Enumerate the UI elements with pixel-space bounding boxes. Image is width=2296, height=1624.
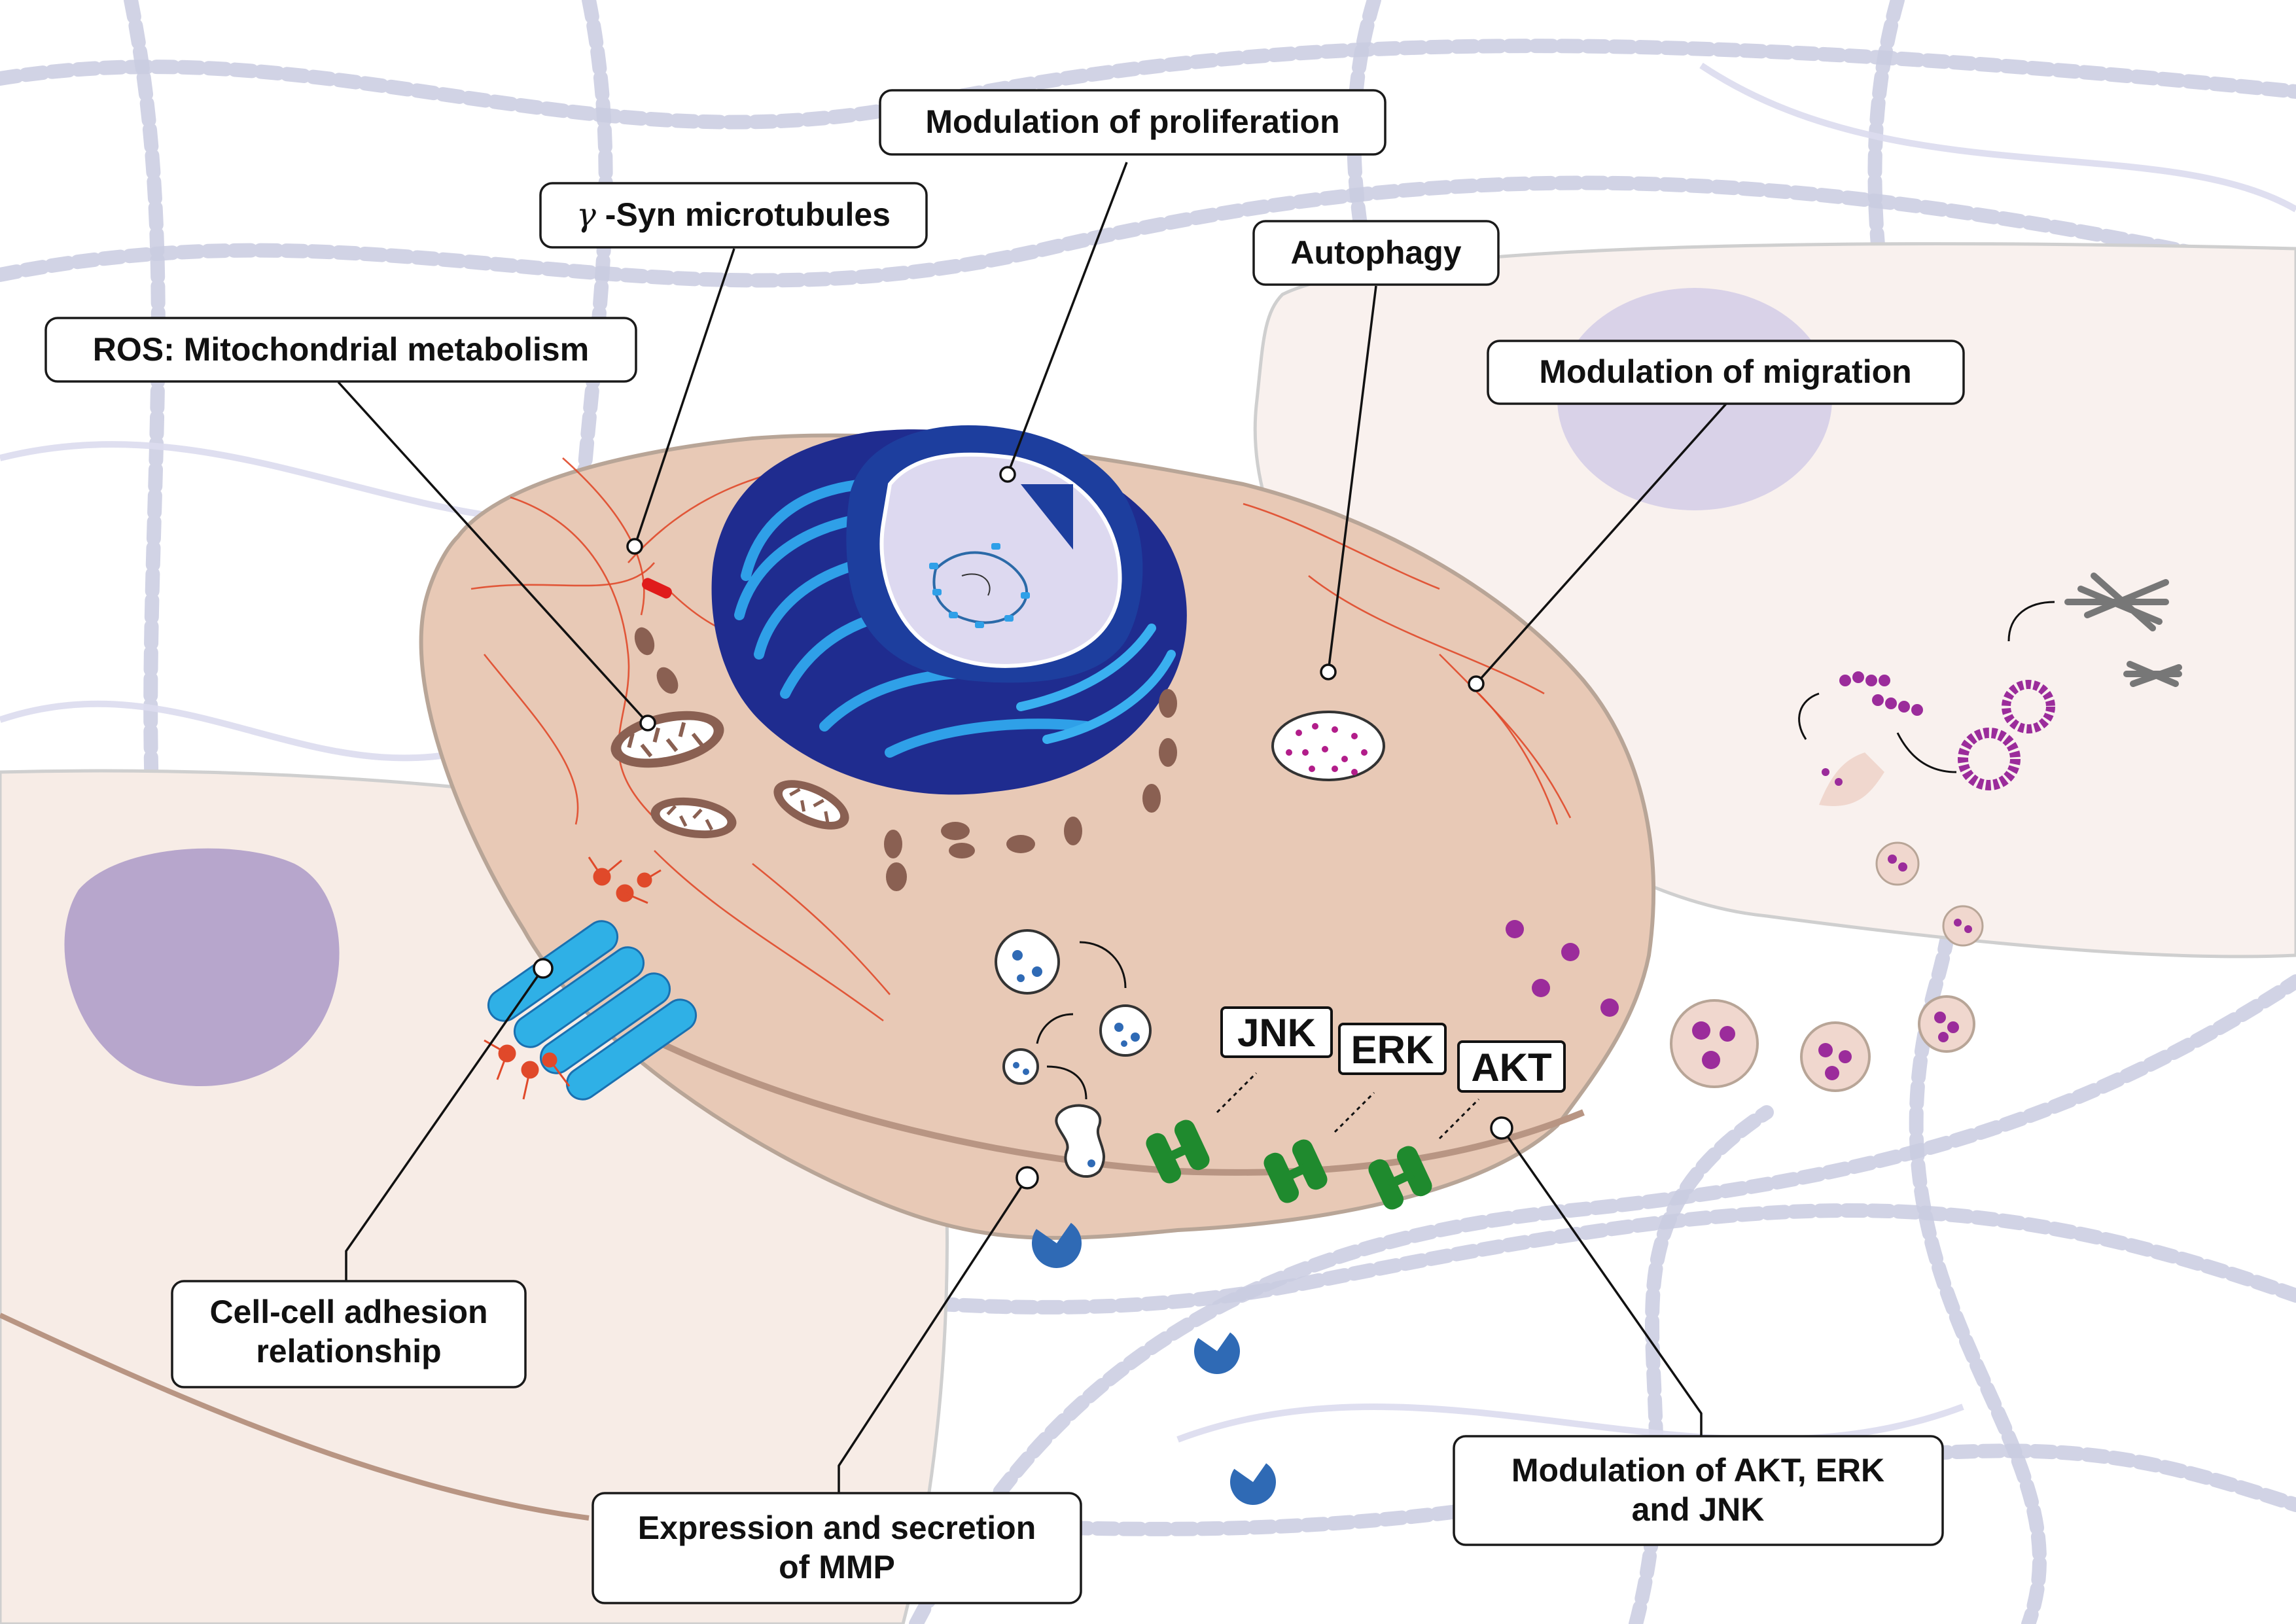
adhesion-junction <box>484 856 698 1101</box>
svg-text:γ -Syn microtubules: γ -Syn microtubules <box>576 196 891 234</box>
svg-text:ERK: ERK <box>1351 1028 1434 1072</box>
mitochondria <box>610 627 1177 891</box>
autophagosome <box>1271 711 1385 781</box>
callout-autophagy: Autophagy <box>1252 220 1500 286</box>
jnk-label: JNK <box>1220 1006 1333 1058</box>
exosomes <box>1506 841 1984 1092</box>
svg-text:Autophagy: Autophagy <box>1290 234 1461 271</box>
leader-lines <box>337 162 1729 1493</box>
callout-adhesion: Cell-cell adhesion relationship <box>171 1280 527 1388</box>
mmp-vesicles <box>995 929 1152 1178</box>
signal-arrows <box>1216 1072 1480 1140</box>
callout-mmp: Expression and secretion of MMP <box>592 1492 1082 1604</box>
erk-label: ERK <box>1338 1023 1447 1075</box>
svg-text:of MMP: of MMP <box>779 1549 895 1585</box>
callout-akt-erk-jnk: Modulation of AKT, ERK and JNK <box>1453 1435 1944 1546</box>
svg-text:and JNK: and JNK <box>1632 1491 1765 1528</box>
svg-text:relationship: relationship <box>256 1333 441 1369</box>
nucleus <box>846 425 1143 683</box>
aggregation-cascade <box>1798 573 2182 806</box>
secreted-mmp <box>1032 1222 1276 1505</box>
callout-microtubules: γ -Syn microtubules <box>539 182 928 249</box>
svg-text:ROS: Mitochondrial metabolism: ROS: Mitochondrial metabolism <box>93 331 589 368</box>
callout-proliferation: Modulation of proliferation <box>879 89 1386 156</box>
svg-text:Expression and secretion: Expression and secretion <box>638 1509 1036 1546</box>
neighbor-nucleus-left <box>64 848 340 1086</box>
svg-text:Modulation of migration: Modulation of migration <box>1539 353 1911 390</box>
callout-ros: ROS: Mitochondrial metabolism <box>44 317 637 383</box>
svg-text:Modulation of proliferation: Modulation of proliferation <box>925 103 1339 140</box>
microtubule-marker <box>642 578 672 599</box>
svg-text:JNK: JNK <box>1237 1011 1316 1055</box>
akt-label: AKT <box>1457 1040 1566 1093</box>
svg-text:Modulation of AKT, ERK: Modulation of AKT, ERK <box>1511 1452 1884 1489</box>
svg-text:Cell-cell adhesion: Cell-cell adhesion <box>209 1294 487 1330</box>
svg-text:AKT: AKT <box>1471 1046 1551 1089</box>
membrane-receptors <box>1146 1120 1432 1210</box>
kinase-labels: JNK ERK AKT <box>1220 1006 1566 1093</box>
anchor-pins <box>533 466 1513 1190</box>
callout-migration: Modulation of migration <box>1487 340 1965 405</box>
